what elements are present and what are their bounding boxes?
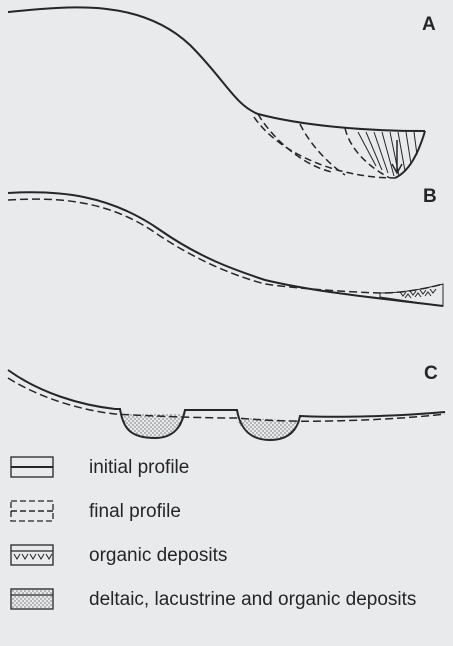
final-profile-swatch-icon [10,500,54,522]
panel-a-label: A [422,14,436,36]
panel-c-basin-1-deposit [120,414,185,438]
panel-c-label: C [424,363,438,385]
legend-label: organic deposits [89,542,439,569]
legend-label: deltaic, lacustrine and organic deposits [89,586,439,613]
legend-label: initial profile [89,454,439,481]
panel-a-hatch [358,132,417,176]
panel-b-organic-marks [400,289,436,298]
panel-b-final-profile [8,199,443,293]
legend-row-deltaic: deltaic, lacustrine and organic deposits [10,586,450,646]
panel-c-basin-2-deposit [237,418,300,440]
panel-c-diagram [8,370,445,440]
panel-b-initial-profile [8,192,443,306]
panel-a-initial-profile [8,7,425,131]
panel-b-label: B [423,186,437,208]
legend-row-organic: organic deposits [10,542,450,570]
initial-profile-swatch-icon [10,456,54,478]
legend-row-initial: initial profile [10,454,450,482]
panel-a-slump-surfaces [254,114,395,178]
panel-c-final-profile [8,378,445,421]
deltaic-deposits-swatch-icon [10,588,54,610]
profile-diagram [0,0,453,445]
legend-label: final profile [89,498,439,525]
panel-b-diagram [8,192,443,306]
organic-deposits-swatch-icon [10,544,54,566]
panel-a-diagram [8,7,425,178]
legend-row-final: final profile [10,498,450,526]
panel-c-initial-profile [8,370,445,440]
